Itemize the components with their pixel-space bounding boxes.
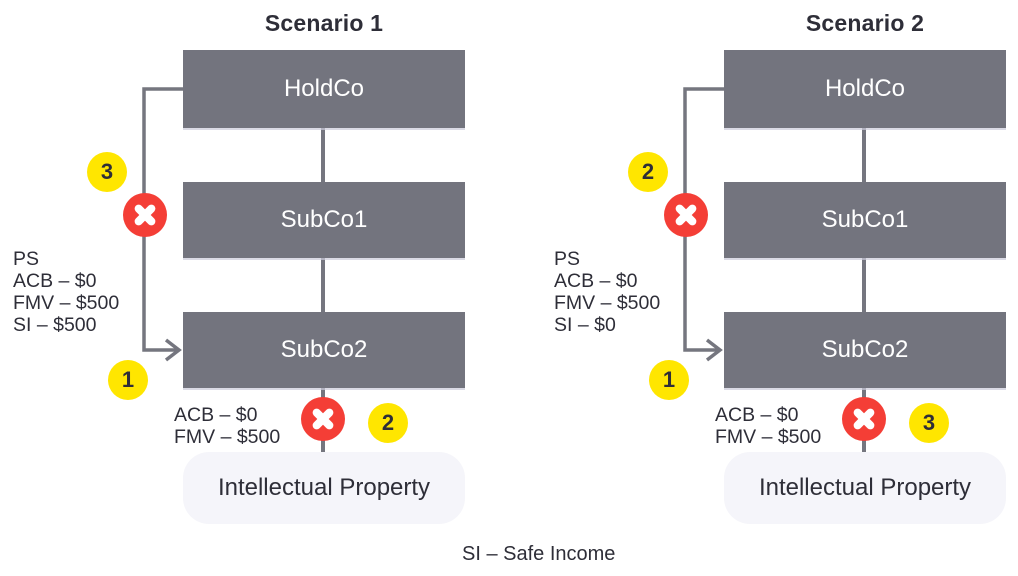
subco1-label: SubCo1: [821, 206, 909, 233]
ps-note-line: FMV – $500: [13, 292, 120, 314]
cross-icon: [664, 193, 708, 237]
ip-note-line: FMV – $500: [715, 426, 822, 448]
scenario-title: Scenario 2: [805, 10, 925, 36]
step-badge: 1: [108, 360, 148, 400]
ps-note-line: PS: [554, 248, 581, 270]
subco1-label: SubCo1: [280, 206, 368, 233]
ip-note-line: ACB – $0: [174, 404, 258, 426]
subco2-box: SubCo2: [183, 312, 465, 388]
intellectual-property-label: Intellectual Property: [217, 474, 431, 501]
step-badge: 3: [909, 403, 949, 443]
connector-subco1-subco2: [321, 257, 325, 313]
ps-note-line: FMV – $500: [554, 292, 661, 314]
subco2-label: SubCo2: [821, 336, 909, 363]
holdco-label: HoldCo: [283, 75, 365, 102]
ps-note-line: PS: [13, 248, 40, 270]
scenario-2: Scenario 2 HoldCo SubCo1 SubCo2 Intellec…: [541, 0, 1018, 576]
ps-note-line: ACB – $0: [13, 270, 97, 292]
cross-icon: [301, 397, 345, 441]
holdco-box: HoldCo: [183, 50, 465, 128]
preferred-shares-note: PS ACB – $0 FMV – $500 SI – $500: [13, 248, 119, 336]
ip-note-line: ACB – $0: [715, 404, 799, 426]
intellectual-property-label: Intellectual Property: [758, 474, 972, 501]
ps-note-line: SI – $500: [13, 314, 97, 336]
ps-note-line: SI – $0: [554, 314, 616, 336]
connector-holdco-subco1: [862, 127, 866, 183]
cross-icon: [123, 193, 167, 237]
scenario-title: Scenario 1: [264, 10, 384, 36]
scenario-1: Scenario 1 HoldCo SubCo1 SubCo2 Intellec…: [13, 10, 465, 524]
subco2-label: SubCo2: [280, 336, 368, 363]
preferred-shares-note: PS ACB – $0 FMV – $500 SI – $0: [554, 248, 660, 336]
step-badge: 2: [628, 152, 668, 192]
legend-safe-income: SI – Safe Income: [462, 543, 616, 565]
ps-note-line: ACB – $0: [554, 270, 638, 292]
ip-value-note: ACB – $0 FMV – $500: [174, 404, 280, 448]
intellectual-property-box: Intellectual Property: [183, 452, 465, 524]
ip-value-note: ACB – $0 FMV – $500: [715, 404, 821, 448]
step-badge: 2: [368, 403, 408, 443]
step-badge: 3: [87, 152, 127, 192]
holdco-box: HoldCo: [724, 50, 1006, 128]
subco1-box: SubCo1: [724, 182, 1006, 258]
connector-holdco-subco1: [321, 127, 325, 183]
step-badge: 1: [649, 360, 689, 400]
holdco-label: HoldCo: [824, 75, 906, 102]
intellectual-property-box: Intellectual Property: [724, 452, 1006, 524]
subco2-box: SubCo2: [724, 312, 1006, 388]
connector-subco1-subco2: [862, 257, 866, 313]
ip-note-line: FMV – $500: [174, 426, 281, 448]
subco1-box: SubCo1: [183, 182, 465, 258]
cross-icon: [842, 397, 886, 441]
